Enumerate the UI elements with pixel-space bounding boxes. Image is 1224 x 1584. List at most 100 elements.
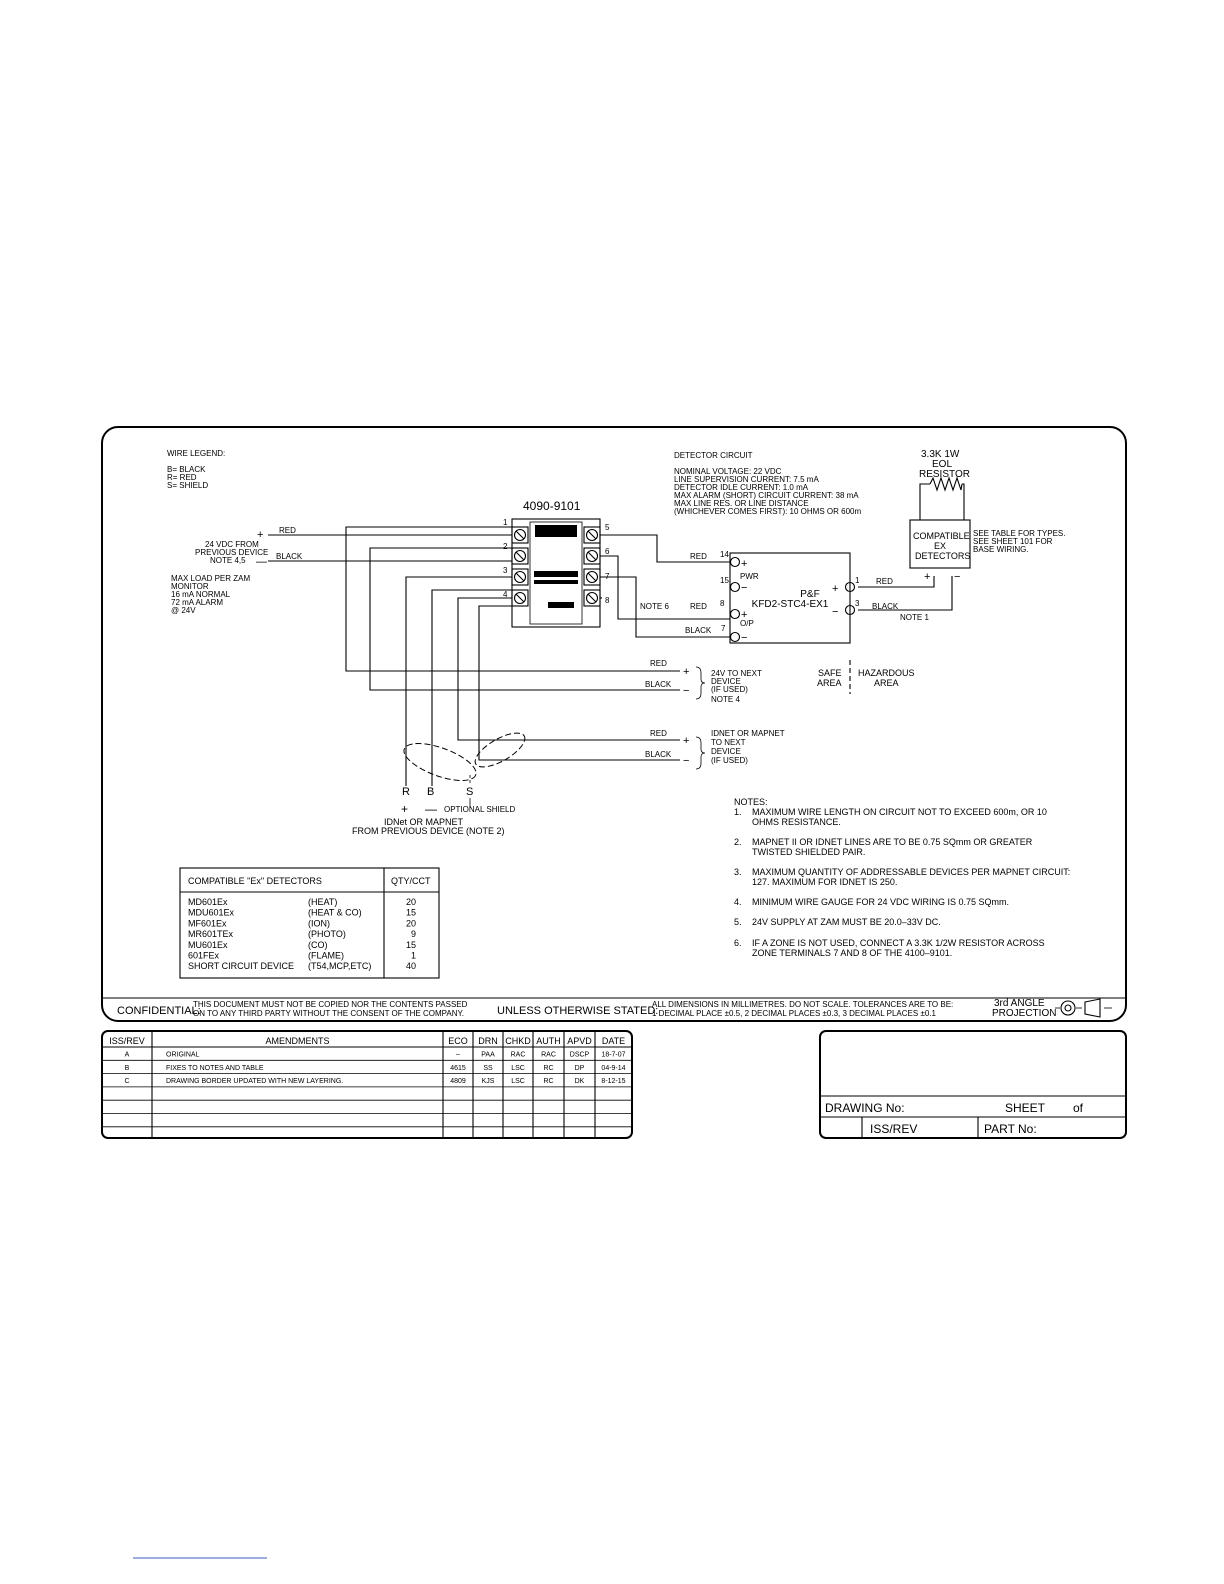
wire-letter: R	[402, 786, 410, 798]
max-load-line: MONITOR	[171, 582, 209, 591]
optional-shield-label: OPTIONAL SHIELD	[444, 805, 516, 814]
minus-sign: —	[256, 556, 267, 568]
detector-model: SHORT CIRCUIT DEVICE	[188, 961, 294, 971]
plus-sign: +	[401, 802, 408, 816]
spec-line: LINE SUPERVISION CURRENT: 7.5 mA	[674, 475, 819, 484]
note-text: IF A ZONE IS NOT USED, CONNECT A 3.3K 1/…	[752, 938, 1045, 948]
detector-type: (HEAT)	[308, 897, 337, 907]
left-terminal-block	[511, 526, 529, 607]
amendments-cell: DRAWING BORDER UPDATED WITH NEW LAYERING…	[166, 1078, 343, 1085]
pwr-label: PWR	[740, 572, 759, 581]
detector-type: (FLAME)	[308, 951, 344, 961]
minus-sign: −	[683, 755, 689, 767]
date-code-box	[548, 602, 574, 608]
box-label: DETECTORS	[915, 551, 970, 561]
wire-label-red: RED	[876, 577, 893, 586]
detector-qty: 15	[406, 908, 416, 918]
terminal-number: 2	[503, 542, 508, 551]
wire-label-red: RED	[690, 552, 707, 561]
wire-legend: WIRE LEGEND: B= BLACK R= RED S= SHIELD	[167, 449, 225, 490]
idnet-source-label: FROM PREVIOUS DEVICE (NOTE 2)	[352, 826, 505, 836]
amendments-cell: KJS	[482, 1078, 495, 1085]
next-device-label: TO NEXT	[711, 738, 746, 747]
supply-label: 24 VDC FROM	[205, 540, 259, 549]
amendments-cell: PAA	[481, 1052, 495, 1059]
compatible-note: SEE TABLE FOR TYPES.	[973, 529, 1065, 538]
amendments-cell: DP	[575, 1065, 585, 1072]
supply-label: NOTE 4,5	[210, 556, 246, 565]
note-text: TWISTED SHIELDED PAIR.	[752, 847, 865, 857]
note-text: MINIMUM WIRE GAUGE FOR 24 VDC WIRING IS …	[752, 897, 1009, 907]
plus-sign: +	[924, 571, 930, 583]
note-6-label: NOTE 6	[640, 602, 669, 611]
amendments-cell: LSC	[511, 1078, 525, 1085]
wire-label-black: BLACK	[685, 626, 712, 635]
next-device-label: 24V TO NEXT	[711, 669, 762, 678]
confidential-text: ON TO ANY THIRD PARTY WITHOUT THE CONSEN…	[193, 1009, 464, 1018]
spec-line: MAX LINE RES. OR LINE DISTANCE	[674, 499, 809, 508]
amendments-cell: 4809	[450, 1078, 466, 1085]
next-device-label: NOTE 4	[711, 695, 740, 704]
wiring	[268, 476, 965, 786]
module-center	[529, 521, 583, 625]
spec-line: MAX ALARM (SHORT) CIRCUIT CURRENT: 38 mA	[674, 491, 859, 500]
note-text: MAXIMUM QUANTITY OF ADDRESSABLE DEVICES …	[752, 867, 1070, 877]
wire-label-red: RED	[650, 729, 667, 738]
amendments-cell: B	[125, 1065, 130, 1072]
terminal-number: 4	[503, 590, 508, 599]
detector-type: (ION)	[308, 918, 330, 928]
detector-model: MDU601Ex	[188, 908, 235, 918]
right-terminal-block	[583, 526, 601, 607]
note-number: 3.	[734, 867, 742, 877]
amendments-header: APVD	[567, 1036, 592, 1046]
detector-qty: 20	[406, 918, 416, 928]
safe-area-label: AREA	[817, 678, 842, 688]
spec-line: (WHICHEVER COMES FIRST): 10 OHMS OR 600m	[674, 507, 861, 516]
spec-line: DETECTOR IDLE CURRENT: 1.0 mA	[674, 483, 809, 492]
terminal-number: 1	[855, 576, 860, 585]
terminal-number: 15	[720, 576, 729, 585]
terminal-number: 5	[605, 523, 610, 532]
left-supply: + 24 VDC FROM PREVIOUS DEVICE NOTE 4,5 —…	[195, 526, 303, 568]
table-header-qty: QTY/CCT	[391, 876, 431, 886]
hazardous-area-label: AREA	[874, 678, 899, 688]
detector-model: MF601Ex	[188, 918, 227, 928]
amendments-cell: ORIGINAL	[166, 1052, 200, 1059]
wire-label-red: RED	[690, 602, 707, 611]
compatible-detectors-box: COMPATIBLE EX DETECTORS + − SEE TABLE FO…	[909, 519, 1065, 583]
barrier-module: P&F KFD2-STC4-EX1 PWR O/P + − + − + − 14…	[640, 550, 929, 644]
amendments-header: ISS/REV	[109, 1036, 145, 1046]
tolerance-text: ALL DIMENSIONS IN MILLIMETRES. DO NOT SC…	[652, 1000, 953, 1009]
next-24v-device: RED BLACK + − 24V TO NEXT DEVICE (IF USE…	[645, 659, 762, 704]
title-block: DRAWING No: SHEET of ISS/REV PART No:	[819, 1030, 1127, 1139]
amendments-cell: RC	[543, 1065, 553, 1072]
wire-label-red: RED	[279, 526, 296, 535]
amendments-header: ECO	[448, 1036, 468, 1046]
confidential-text: THIS DOCUMENT MUST NOT BE COPIED NOR THE…	[193, 1000, 468, 1009]
amendments-cell: FIXES TO NOTES AND TABLE	[166, 1065, 264, 1072]
wire-legend-item: B= BLACK	[167, 465, 206, 474]
op-label: O/P	[740, 619, 754, 628]
drawing-border	[101, 426, 1127, 1022]
module-brand-strip	[534, 571, 578, 577]
notes-list: 1.MAXIMUM WIRE LENGTH ON CIRCUIT NOT TO …	[734, 807, 1070, 958]
part-no-label: PART No:	[984, 1122, 1037, 1136]
max-load-note: MAX LOAD PER ZAM MONITOR 16 mA NORMAL 72…	[171, 574, 250, 615]
confidential-label: CONFIDENTIAL:	[117, 1005, 201, 1017]
note-text: MAPNET II OR IDNET LINES ARE TO BE 0.75 …	[752, 837, 1033, 847]
wire-label-black: BLACK	[872, 602, 899, 611]
barrier-name: P&F	[800, 589, 819, 600]
note-text: MAXIMUM WIRE LENGTH ON CIRCUIT NOT TO EX…	[752, 807, 1047, 817]
eol-label: RESISTOR	[919, 469, 970, 480]
minus-sign: −	[954, 571, 960, 583]
detector-circuit-title: DETECTOR CIRCUIT	[674, 451, 753, 460]
note-number: 5.	[734, 917, 742, 927]
wire-label-black: BLACK	[645, 680, 672, 689]
detectors-table: COMPATIBLE "Ex" DETECTORS QTY/CCT MD601E…	[179, 867, 440, 979]
detector-model: MR601TEx	[188, 929, 234, 939]
amendments-cell: LSC	[511, 1065, 525, 1072]
notes-title: NOTES:	[734, 797, 768, 807]
table-header: COMPATIBLE "Ex" DETECTORS	[188, 876, 322, 886]
